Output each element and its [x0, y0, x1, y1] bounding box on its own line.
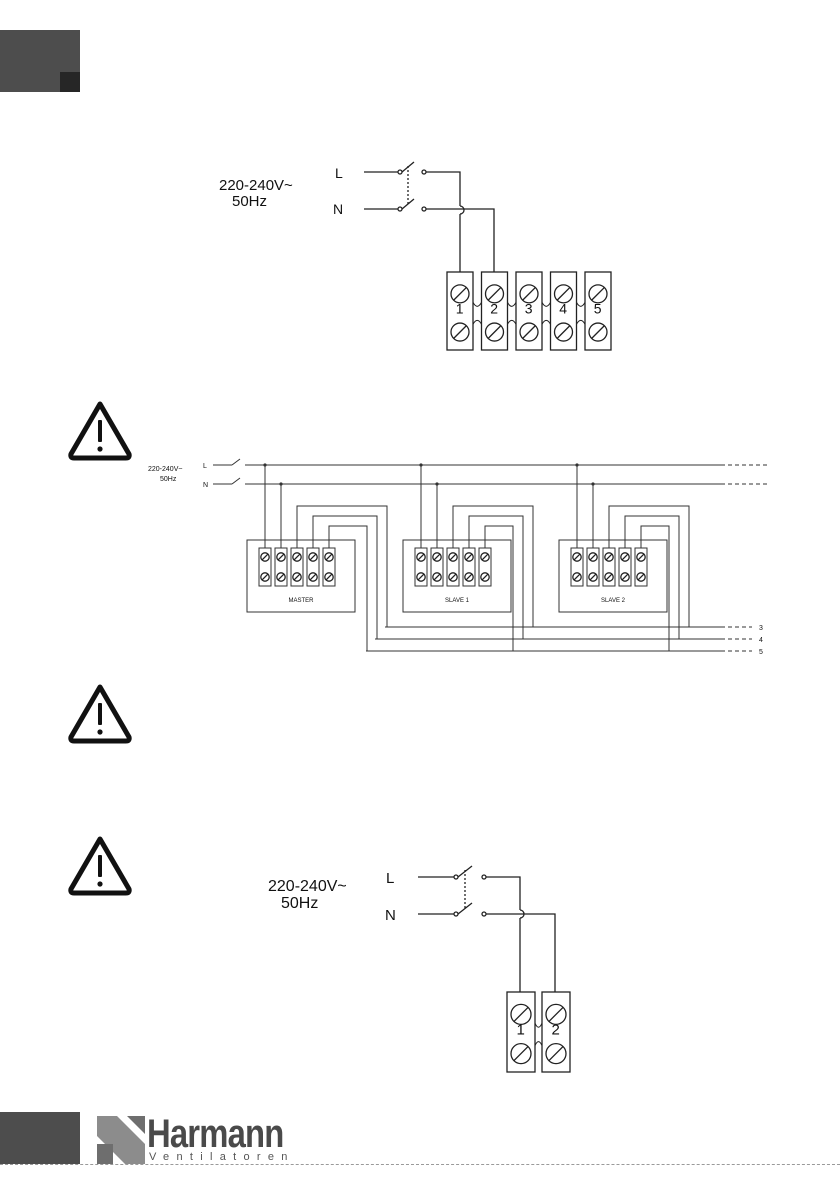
- bus-label-5: 5: [759, 649, 763, 656]
- supply-wires: [364, 162, 494, 272]
- terminal-number: 2: [490, 300, 498, 316]
- supply-frequency-label: 50Hz: [160, 476, 177, 483]
- unit-2: SLAVE 2: [559, 463, 689, 651]
- brand-name: Harmann: [147, 1112, 283, 1156]
- terminal-number: 5: [594, 300, 602, 316]
- unit-1: SLAVE 1: [403, 463, 533, 651]
- terminal-block-5: 1 2 3 4 5: [447, 272, 611, 350]
- neutral-label: N: [385, 907, 396, 924]
- supply-voltage-label: 220-240V~: [148, 466, 182, 473]
- supply-bus: [213, 459, 768, 484]
- line-label: L: [335, 165, 343, 181]
- supply-wires: [418, 866, 555, 992]
- supply-frequency-label: 50Hz: [281, 895, 318, 912]
- unit-label: SLAVE 1: [445, 598, 470, 604]
- terminal-number: 1: [517, 1021, 525, 1038]
- bus-label-4: 4: [759, 637, 763, 644]
- control-bus: [366, 627, 752, 651]
- neutral-label: N: [203, 482, 208, 489]
- terminal-number: 3: [525, 300, 533, 316]
- harmann-logo-icon: [95, 1114, 147, 1166]
- unit-label: SLAVE 2: [601, 598, 626, 604]
- unit-0: MASTER: [247, 463, 387, 651]
- wiring-diagram-single: 220-240V~ 50Hz L N 1 2 3 4 5: [0, 0, 840, 380]
- supply-frequency-label: 50Hz: [232, 193, 267, 210]
- brand-tagline: Ventilatoren: [149, 1151, 295, 1163]
- line-label: L: [386, 870, 394, 887]
- page-footer-tab: [0, 1112, 80, 1164]
- terminal-number: 2: [552, 1021, 560, 1038]
- line-label: L: [203, 463, 207, 470]
- neutral-label: N: [333, 201, 343, 217]
- unit-label: MASTER: [288, 598, 314, 604]
- terminal-number: 1: [456, 300, 464, 316]
- warning-icon: [66, 681, 134, 745]
- bus-label-3: 3: [759, 625, 763, 632]
- supply-voltage-label: 220-240V~: [268, 878, 347, 895]
- supply-voltage-label: 220-240V~: [219, 177, 293, 194]
- terminal-number: 4: [559, 300, 567, 316]
